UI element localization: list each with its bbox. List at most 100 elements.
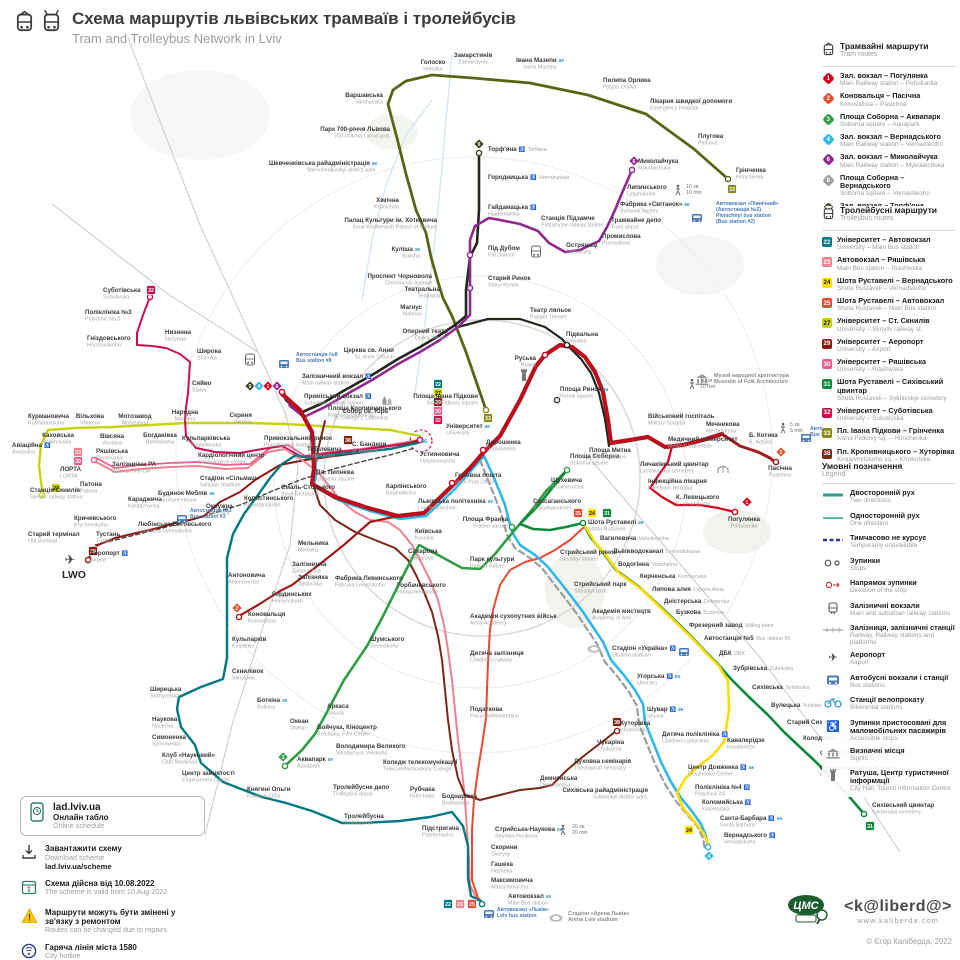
- route-name-en: University – Riashivska: [837, 366, 904, 374]
- trolleybus-legend-title: Тролейбусні маршрути: [840, 205, 937, 215]
- map-poi-icons: ✈: [65, 184, 811, 922]
- trolleybus-route-badge: 29: [822, 338, 832, 349]
- route-badge-number: 30: [435, 409, 441, 415]
- route-badge-number: 2: [236, 606, 239, 612]
- tram-route-badge: [253, 380, 265, 392]
- copyright: © Єгор Каліберда, 2022: [866, 937, 952, 946]
- legend-symbol-row: Двосторонній рух Two directions: [822, 488, 956, 507]
- trolleybus-route-badge: 25: [822, 298, 832, 309]
- trolleybus-route-badge: [573, 508, 583, 518]
- trolleybus-route-badge: 24: [822, 277, 832, 288]
- stop-marker: [772, 458, 780, 466]
- stadium-icon: [587, 645, 601, 653]
- stop-marker: [478, 900, 486, 908]
- stops-icon: [822, 557, 844, 575]
- trolleybus-route-badge: 38: [822, 448, 832, 459]
- legend-symbol-row: Напрямок зупинки Direction of the stop: [822, 578, 956, 597]
- train-icon: [531, 245, 541, 258]
- symbol-label-ua: Визначні місця: [850, 745, 905, 755]
- stop-marker: [482, 406, 490, 414]
- symbol-label-en: Direction of the stop: [850, 587, 907, 595]
- stop-marker: [563, 466, 571, 474]
- river: [413, 54, 453, 401]
- dashed-icon: [822, 534, 844, 552]
- stop-marker: [704, 843, 712, 851]
- route-name-ua: Шота Руставелі – Сихівський цвинтар: [837, 377, 944, 395]
- legend-symbol-row: Тимчасово не курсує Temporarily unavaila…: [822, 533, 956, 552]
- symbol-label-ua: Зупинки: [850, 555, 881, 565]
- route-line: [37, 421, 422, 496]
- trolleybus-route-badge: 32: [822, 407, 832, 418]
- route-name-en: Main Bus station – Riashivska: [837, 264, 923, 272]
- railway-line: [583, 451, 901, 853]
- map-route-lines: [37, 73, 866, 905]
- stop-marker: [563, 341, 571, 349]
- route-badge-number: 3: [282, 755, 285, 761]
- symbol-label-ua: Тимчасово не курсує: [850, 533, 927, 543]
- symbol-label-ua: Аеропорт: [850, 650, 886, 660]
- walk-icon: [689, 378, 695, 390]
- stop-marker: [146, 293, 154, 301]
- symbol-label-en: City Hall, Tourist Information Centre: [850, 785, 951, 793]
- tram-route-badge: [271, 380, 283, 392]
- trolleybus-route-badge: [612, 717, 622, 727]
- river: [361, 99, 433, 301]
- info-text-en: Download scheme: [45, 852, 105, 862]
- symbol-label-ua: Станції велопрокату: [850, 695, 925, 705]
- stop-marker: [553, 396, 561, 404]
- route-line: [282, 151, 481, 415]
- route-name-ua: Площа Соборна – Аквапарк: [840, 111, 941, 121]
- route-line: [175, 441, 486, 905]
- limc-logo: ЦМС: [786, 893, 832, 930]
- trolleybus-route-badge: [443, 899, 453, 909]
- hotline-icon: [20, 943, 38, 960]
